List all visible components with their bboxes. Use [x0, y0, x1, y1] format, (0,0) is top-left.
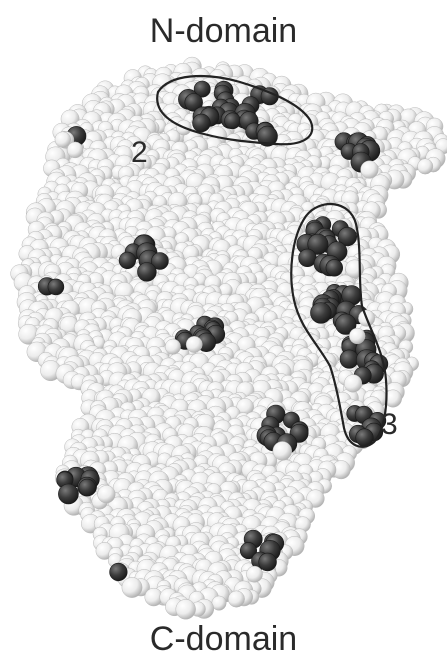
n-domain-label: N-domain — [149, 12, 298, 50]
highlighted-atom — [193, 80, 211, 98]
highlighted-atom — [258, 552, 277, 572]
highlighted-atom — [310, 302, 332, 324]
highlighted-atom — [58, 483, 79, 505]
highlighted-residues — [37, 80, 389, 583]
highlighted-atom — [118, 251, 136, 269]
c-domain-label: C-domain — [149, 620, 298, 658]
surface-atom — [97, 485, 116, 504]
surface-atom — [349, 327, 366, 345]
surface-atom — [164, 338, 181, 355]
region-3-outline — [290, 202, 388, 448]
surface-atom — [227, 590, 245, 608]
surface-atom — [66, 141, 84, 159]
highlighted-atom — [78, 478, 96, 497]
region-outlines — [156, 74, 388, 448]
highlighted-atom — [224, 112, 241, 130]
highlighted-atom — [337, 227, 358, 247]
highlighted-atom — [109, 562, 128, 582]
surface-atoms — [10, 56, 447, 620]
highlighted-atom — [325, 259, 343, 277]
highlighted-atom — [151, 252, 169, 270]
surface-atom — [246, 565, 263, 583]
highlighted-atom — [335, 313, 357, 335]
highlighted-atom — [47, 278, 65, 296]
surface-atom — [360, 160, 379, 179]
highlighted-atom — [256, 125, 278, 147]
highlighted-atom — [307, 233, 329, 255]
region-2-label: 2 — [131, 136, 148, 169]
highlighted-atom — [240, 542, 258, 560]
region-2-outline — [156, 74, 314, 146]
highlighted-atom — [184, 93, 203, 112]
surface-atom — [272, 441, 292, 461]
surface-atom — [417, 158, 434, 175]
surface-atom — [175, 599, 196, 620]
region-3-label: 3 — [381, 408, 398, 441]
highlighted-atom — [339, 349, 359, 369]
highlighted-atom — [298, 248, 317, 267]
highlighted-atom — [137, 262, 157, 282]
surface-atom — [121, 577, 143, 598]
surface-atom — [343, 374, 363, 393]
surface-atom — [54, 131, 71, 148]
highlighted-atom — [192, 113, 211, 133]
surface-atom — [185, 336, 203, 353]
